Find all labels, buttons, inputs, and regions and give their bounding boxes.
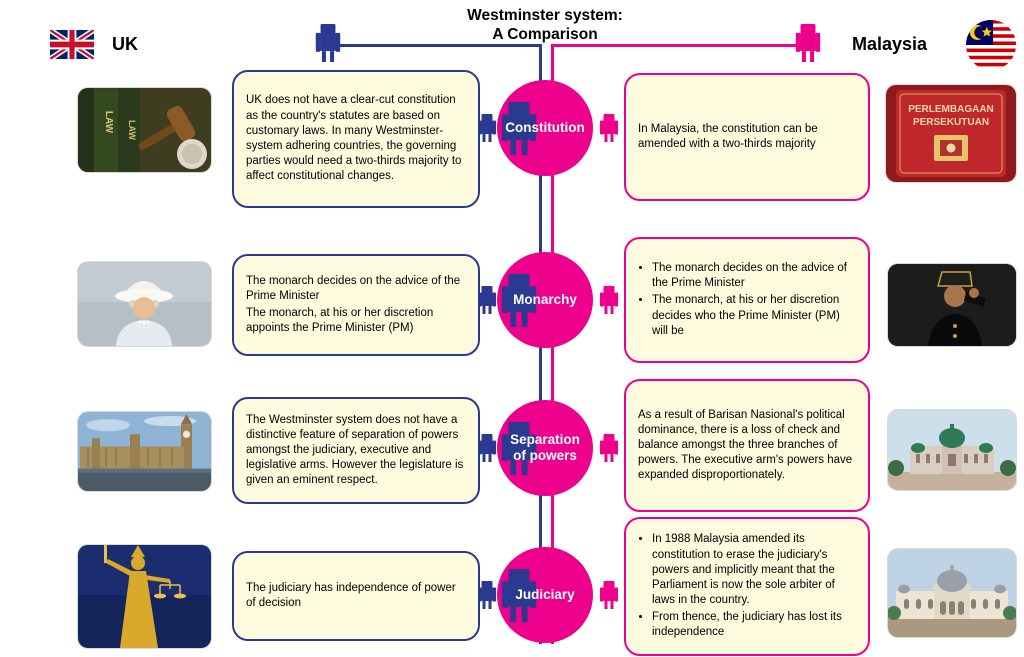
malaysia-constitution-text: In Malaysia, the constitution can be ame… xyxy=(638,122,818,150)
malaysia-country-label: Malaysia xyxy=(852,34,928,54)
uk-monarchy-textbox: The monarch decides on the advice of the… xyxy=(232,254,480,356)
yang-di-pertuan-agong-image xyxy=(888,264,1016,346)
uk-chair-icon xyxy=(477,286,497,314)
topic-label-constitution: Constitution xyxy=(505,120,585,136)
federal-constitution-book-image: PERLEMBAGAAN PERSEKUTUAN xyxy=(886,85,1016,182)
malaysia-judiciary-photo xyxy=(887,548,1017,638)
lady-justice-statue-image xyxy=(78,545,211,648)
uk-country-label: UK xyxy=(112,34,138,54)
malaysia-judiciary-textbox: In 1988 Malaysia amended its constitutio… xyxy=(624,517,870,656)
malaysia-chair-icon xyxy=(599,581,619,609)
topic-circle-constitution: Constitution xyxy=(497,80,593,176)
malaysia-separation-photo xyxy=(887,409,1017,491)
uk-separation-textbox: The Westminster system does not have a d… xyxy=(232,397,480,504)
title-line2: A Comparison xyxy=(492,26,598,44)
topic-circle-separation-of-powers: Separation of powers xyxy=(497,400,593,496)
malaysia-monarchy-photo xyxy=(887,263,1017,347)
malaysia-separation-text: As a result of Barisan Nasional's politi… xyxy=(638,408,853,482)
malaysia-chair-icon xyxy=(599,434,619,462)
uk-monarchy-text-line2: The monarch, at his or her discretion ap… xyxy=(246,307,434,335)
topic-circle-monarchy: Monarchy xyxy=(497,252,593,348)
uk-monarchy-text-line1: The monarch decides on the advice of the… xyxy=(246,274,461,302)
malaysia-flag-icon xyxy=(966,20,1016,70)
uk-constitution-text: UK does not have a clear-cut constitutio… xyxy=(246,94,462,183)
uk-constitution-photo: LAW LAW xyxy=(77,87,212,173)
perdana-putra-image xyxy=(888,410,1016,490)
malaysia-constitution-textbox: In Malaysia, the constitution can be ame… xyxy=(624,73,870,201)
uk-chair-icon xyxy=(477,434,497,462)
uk-constitution-textbox: UK does not have a clear-cut constitutio… xyxy=(232,70,480,208)
gavel-and-law-books-image: LAW LAW xyxy=(78,88,211,172)
law-book-spine-label: LAW xyxy=(103,111,114,134)
malaysia-monarchy-bullet-list: The monarch decides on the advice of the… xyxy=(638,259,856,341)
malaysia-monarchy-bullet-1: The monarch decides on the advice of the… xyxy=(652,261,856,291)
constitution-book-title-line1: PERLEMBAGAAN xyxy=(908,104,994,115)
title-line1: Westminster system: xyxy=(467,7,623,24)
palace-of-justice-image xyxy=(888,549,1016,637)
uk-speaker-chair-icon xyxy=(314,24,342,62)
malaysia-speaker-chair-icon xyxy=(794,24,822,62)
malaysia-monarchy-bullet-2: The monarch, at his or her discretion de… xyxy=(652,293,856,339)
topic-circle-judiciary: Judiciary xyxy=(497,547,593,643)
uk-chair-icon xyxy=(477,581,497,609)
uk-separation-text: The Westminster system does not have a d… xyxy=(246,413,464,487)
topic-label-separation-of-powers: Separation of powers xyxy=(510,432,580,463)
malaysia-chair-icon xyxy=(599,286,619,314)
uk-judiciary-photo xyxy=(77,544,212,649)
uk-flag-icon xyxy=(50,30,94,59)
uk-judiciary-textbox: The judiciary has independence of power … xyxy=(232,551,480,641)
malaysia-monarchy-textbox: The monarch decides on the advice of the… xyxy=(624,237,870,363)
uk-chair-icon xyxy=(477,114,497,142)
malaysia-separation-textbox: As a result of Barisan Nasional's politi… xyxy=(624,379,870,512)
malaysia-judiciary-bullet-1: In 1988 Malaysia amended its constitutio… xyxy=(652,532,856,608)
houses-of-parliament-image xyxy=(78,412,211,491)
diagram-title: Westminster system: A Comparison xyxy=(395,6,695,45)
topic-label-monarchy: Monarchy xyxy=(513,292,577,308)
malaysia-chair-icon xyxy=(599,114,619,142)
queen-elizabeth-image xyxy=(78,262,211,346)
malaysia-judiciary-bullet-list: In 1988 Malaysia amended its constitutio… xyxy=(638,530,856,642)
uk-judiciary-text: The judiciary has independence of power … xyxy=(246,581,456,609)
constitution-book-title-line2: PERSEKUTUAN xyxy=(913,117,989,128)
malaysia-horizontal-connector-line xyxy=(552,44,808,47)
uk-monarchy-photo xyxy=(77,261,212,347)
malaysia-judiciary-bullet-2: From thence, the judiciary has lost its … xyxy=(652,610,856,640)
topic-label-judiciary: Judiciary xyxy=(515,587,575,603)
law-book-spine-label: LAW xyxy=(127,120,137,141)
uk-horizontal-connector-line xyxy=(330,44,540,47)
malaysia-constitution-photo: PERLEMBAGAAN PERSEKUTUAN xyxy=(885,84,1017,183)
uk-separation-photo xyxy=(77,411,212,492)
